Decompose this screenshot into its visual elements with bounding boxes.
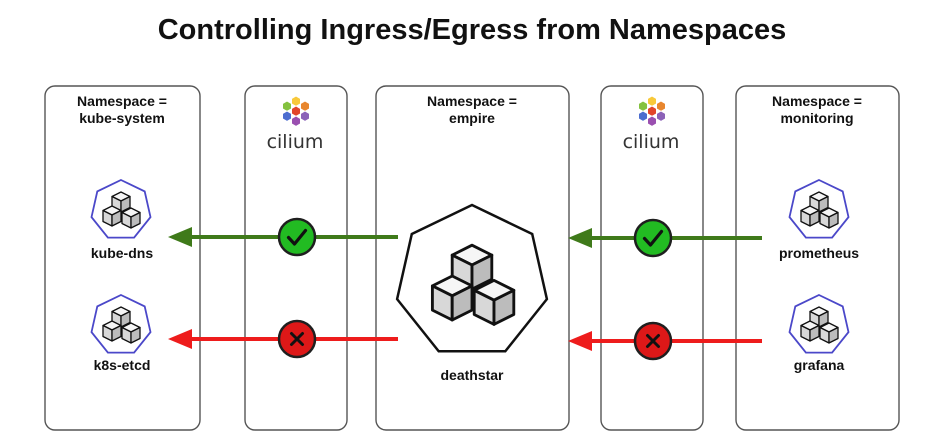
allowed-badge-right xyxy=(633,218,673,258)
cilium-label-right: cilium xyxy=(623,131,680,153)
pod-label-kube-dns: kube-dns xyxy=(91,245,153,261)
allowed-badge-left xyxy=(277,217,317,257)
pod-label-k8s-etcd: k8s-etcd xyxy=(94,357,151,373)
pod-label-deathstar: deathstar xyxy=(440,367,504,383)
pod-grafana xyxy=(788,294,850,354)
diagram-title: Controlling Ingress/Egress from Namespac… xyxy=(158,14,787,46)
check-icon xyxy=(642,229,664,247)
pod-label-grafana: grafana xyxy=(794,357,845,373)
namespace-label-kube-system-line1: Namespace = xyxy=(77,93,167,109)
cross-icon xyxy=(646,334,660,348)
cross-icon xyxy=(290,332,304,346)
pod-label-prometheus: prometheus xyxy=(779,245,859,261)
namespace-label-empire-line2: empire xyxy=(449,110,495,126)
pod-kube-dns xyxy=(90,179,152,239)
namespace-label-kube-system-line2: kube-system xyxy=(79,110,165,126)
namespace-label-monitoring-line2: monitoring xyxy=(780,110,853,126)
pod-k8s-etcd xyxy=(90,294,152,354)
pod-prometheus xyxy=(788,179,850,239)
cilium-panel-left xyxy=(244,85,348,431)
denied-badge-left xyxy=(277,319,317,359)
check-icon xyxy=(286,228,308,246)
namespace-panel-kube-system xyxy=(44,85,201,431)
cilium-panel-right xyxy=(600,85,704,431)
denied-badge-right xyxy=(633,321,673,361)
cilium-label-left: cilium xyxy=(267,131,324,153)
flow-arrow-grafana-to-deathstar xyxy=(568,331,762,351)
flow-arrow-prometheus-to-deathstar xyxy=(568,228,762,248)
namespace-label-monitoring-line1: Namespace = xyxy=(772,93,862,109)
namespace-label-empire-line1: Namespace = xyxy=(427,93,517,109)
namespace-panel-monitoring xyxy=(735,85,900,431)
pod-deathstar xyxy=(395,203,549,353)
